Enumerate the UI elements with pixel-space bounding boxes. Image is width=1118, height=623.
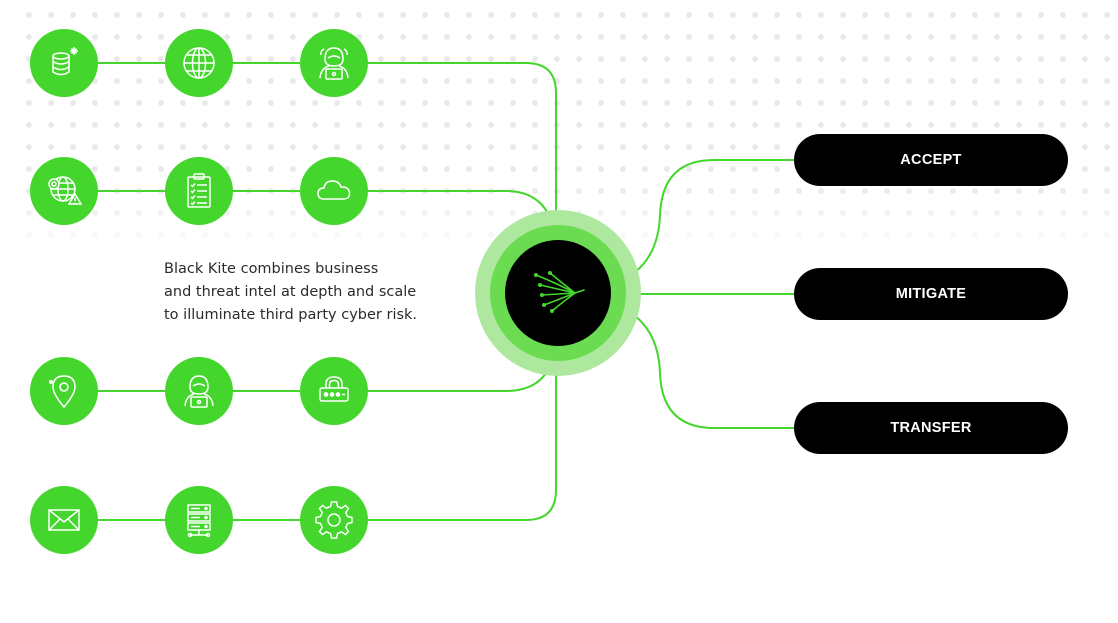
hacker-laptop-icon	[184, 375, 214, 408]
row1-to-hub-line	[366, 62, 557, 242]
password-lock-icon	[319, 376, 349, 402]
mitigate-button[interactable]: MITIGATE	[794, 268, 1068, 320]
location-pin-icon	[48, 375, 76, 409]
description-text: Black Kite combines business and threat …	[164, 258, 424, 327]
globe-warning-icon	[48, 176, 83, 205]
hub-to-accept-line	[609, 159, 796, 286]
gear-icon	[315, 501, 353, 539]
node-envelope	[30, 486, 98, 554]
node-password-lock	[300, 357, 368, 425]
node-location-pin	[30, 357, 98, 425]
node-cloud	[300, 157, 368, 225]
node-database-sparkle	[30, 29, 98, 97]
clipboard-checklist-icon	[187, 173, 211, 208]
server-rack-icon	[187, 504, 211, 538]
node-hacker-laptop-2	[165, 357, 233, 425]
cloud-icon	[317, 180, 351, 200]
description-line-1: Black Kite combines business	[164, 261, 379, 277]
node-gear	[300, 486, 368, 554]
hub-to-transfer-line	[609, 302, 796, 429]
hacker-laptop-icon	[319, 47, 349, 80]
transfer-button[interactable]: TRANSFER	[794, 402, 1068, 454]
accept-button[interactable]: ACCEPT	[794, 134, 1068, 186]
black-kite-logo-icon	[534, 271, 585, 313]
description-line-3: to illuminate third party cyber risk.	[164, 307, 418, 323]
node-clipboard-checklist	[165, 157, 233, 225]
row4-to-hub-line	[366, 344, 557, 521]
globe-icon	[183, 47, 215, 79]
node-globe-warning	[30, 157, 98, 225]
node-server-rack	[165, 486, 233, 554]
hub-center	[505, 240, 611, 346]
node-hacker-laptop-1	[300, 29, 368, 97]
database-sparkle-icon	[52, 47, 78, 76]
node-globe	[165, 29, 233, 97]
description-line-2: and threat intel at depth and scale	[164, 284, 417, 300]
envelope-icon	[48, 509, 80, 531]
